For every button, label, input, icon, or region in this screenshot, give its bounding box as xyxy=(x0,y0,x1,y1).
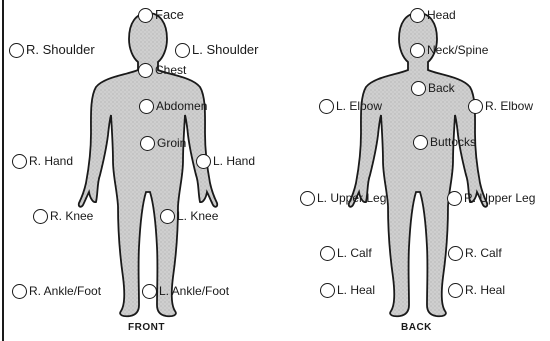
front-caption: FRONT xyxy=(128,322,165,333)
radio-r-heal[interactable] xyxy=(448,283,463,298)
radio-r-upper-leg[interactable] xyxy=(447,191,462,206)
option-face[interactable]: Face xyxy=(138,7,184,23)
option-l-heal[interactable]: L. Heal xyxy=(320,282,375,298)
label-chest: Chest xyxy=(155,62,186,78)
radio-r-calf[interactable] xyxy=(448,246,463,261)
label-r-upper-leg: R. Upper Leg xyxy=(464,190,535,206)
radio-abdomen[interactable] xyxy=(139,99,154,114)
option-r-heal[interactable]: R. Heal xyxy=(448,282,505,298)
radio-l-calf[interactable] xyxy=(320,246,335,261)
radio-l-elbow[interactable] xyxy=(319,99,334,114)
label-abdomen: Abdomen xyxy=(156,98,207,114)
radio-l-upper-leg[interactable] xyxy=(300,191,315,206)
option-r-elbow[interactable]: R. Elbow xyxy=(468,98,533,114)
option-r-shoulder[interactable]: R. Shoulder xyxy=(9,42,95,58)
label-l-heal: L. Heal xyxy=(337,282,375,298)
option-buttocks[interactable]: Buttocks xyxy=(413,134,476,150)
radio-r-elbow[interactable] xyxy=(468,99,483,114)
option-groin[interactable]: Groin xyxy=(140,135,186,151)
label-groin: Groin xyxy=(157,135,186,151)
radio-l-hand[interactable] xyxy=(196,154,211,169)
option-l-shoulder[interactable]: L. Shoulder xyxy=(175,42,259,58)
label-r-calf: R. Calf xyxy=(465,245,502,261)
option-r-ankle-foot[interactable]: R. Ankle/Foot xyxy=(12,283,101,299)
label-r-elbow: R. Elbow xyxy=(485,98,533,114)
option-back[interactable]: Back xyxy=(411,80,455,96)
option-l-ankle-foot[interactable]: L. Ankle/Foot xyxy=(142,283,229,299)
radio-r-hand[interactable] xyxy=(12,154,27,169)
label-l-hand: L. Hand xyxy=(213,153,255,169)
label-l-elbow: L. Elbow xyxy=(336,98,382,114)
option-r-upper-leg[interactable]: R. Upper Leg xyxy=(447,190,535,206)
option-r-hand[interactable]: R. Hand xyxy=(12,153,73,169)
radio-back[interactable] xyxy=(411,81,426,96)
label-neck-spine: Neck/Spine xyxy=(427,42,488,58)
label-r-hand: R. Hand xyxy=(29,153,73,169)
option-chest[interactable]: Chest xyxy=(138,62,186,78)
radio-r-ankle-foot[interactable] xyxy=(12,284,27,299)
label-head: Head xyxy=(427,7,456,23)
radio-groin[interactable] xyxy=(140,136,155,151)
option-r-calf[interactable]: R. Calf xyxy=(448,245,502,261)
label-r-knee: R. Knee xyxy=(50,208,93,224)
option-r-knee[interactable]: R. Knee xyxy=(33,208,93,224)
option-l-calf[interactable]: L. Calf xyxy=(320,245,372,261)
option-head[interactable]: Head xyxy=(410,7,456,23)
label-l-shoulder: L. Shoulder xyxy=(192,42,259,58)
radio-r-knee[interactable] xyxy=(33,209,48,224)
label-back: Back xyxy=(428,80,455,96)
label-l-calf: L. Calf xyxy=(337,245,372,261)
label-r-ankle-foot: R. Ankle/Foot xyxy=(29,283,101,299)
option-l-knee[interactable]: L. Knee xyxy=(160,208,218,224)
option-l-upper-leg[interactable]: L. Upper Leg xyxy=(300,190,386,206)
option-l-elbow[interactable]: L. Elbow xyxy=(319,98,382,114)
back-caption: BACK xyxy=(401,322,432,333)
label-r-shoulder: R. Shoulder xyxy=(26,42,95,58)
option-abdomen[interactable]: Abdomen xyxy=(139,98,207,114)
radio-chest[interactable] xyxy=(138,63,153,78)
radio-r-shoulder[interactable] xyxy=(9,43,24,58)
label-l-ankle-foot: L. Ankle/Foot xyxy=(159,283,229,299)
back-body-figure xyxy=(349,13,487,316)
radio-l-knee[interactable] xyxy=(160,209,175,224)
radio-buttocks[interactable] xyxy=(413,135,428,150)
radio-l-shoulder[interactable] xyxy=(175,43,190,58)
radio-l-heal[interactable] xyxy=(320,283,335,298)
option-l-hand[interactable]: L. Hand xyxy=(196,153,255,169)
label-l-knee: L. Knee xyxy=(177,208,218,224)
radio-neck-spine[interactable] xyxy=(410,43,425,58)
label-r-heal: R. Heal xyxy=(465,282,505,298)
radio-face[interactable] xyxy=(138,8,153,23)
radio-head[interactable] xyxy=(410,8,425,23)
label-face: Face xyxy=(155,7,184,23)
option-neck-spine[interactable]: Neck/Spine xyxy=(410,42,488,58)
label-l-upper-leg: L. Upper Leg xyxy=(317,190,386,206)
radio-l-ankle-foot[interactable] xyxy=(142,284,157,299)
label-buttocks: Buttocks xyxy=(430,134,476,150)
